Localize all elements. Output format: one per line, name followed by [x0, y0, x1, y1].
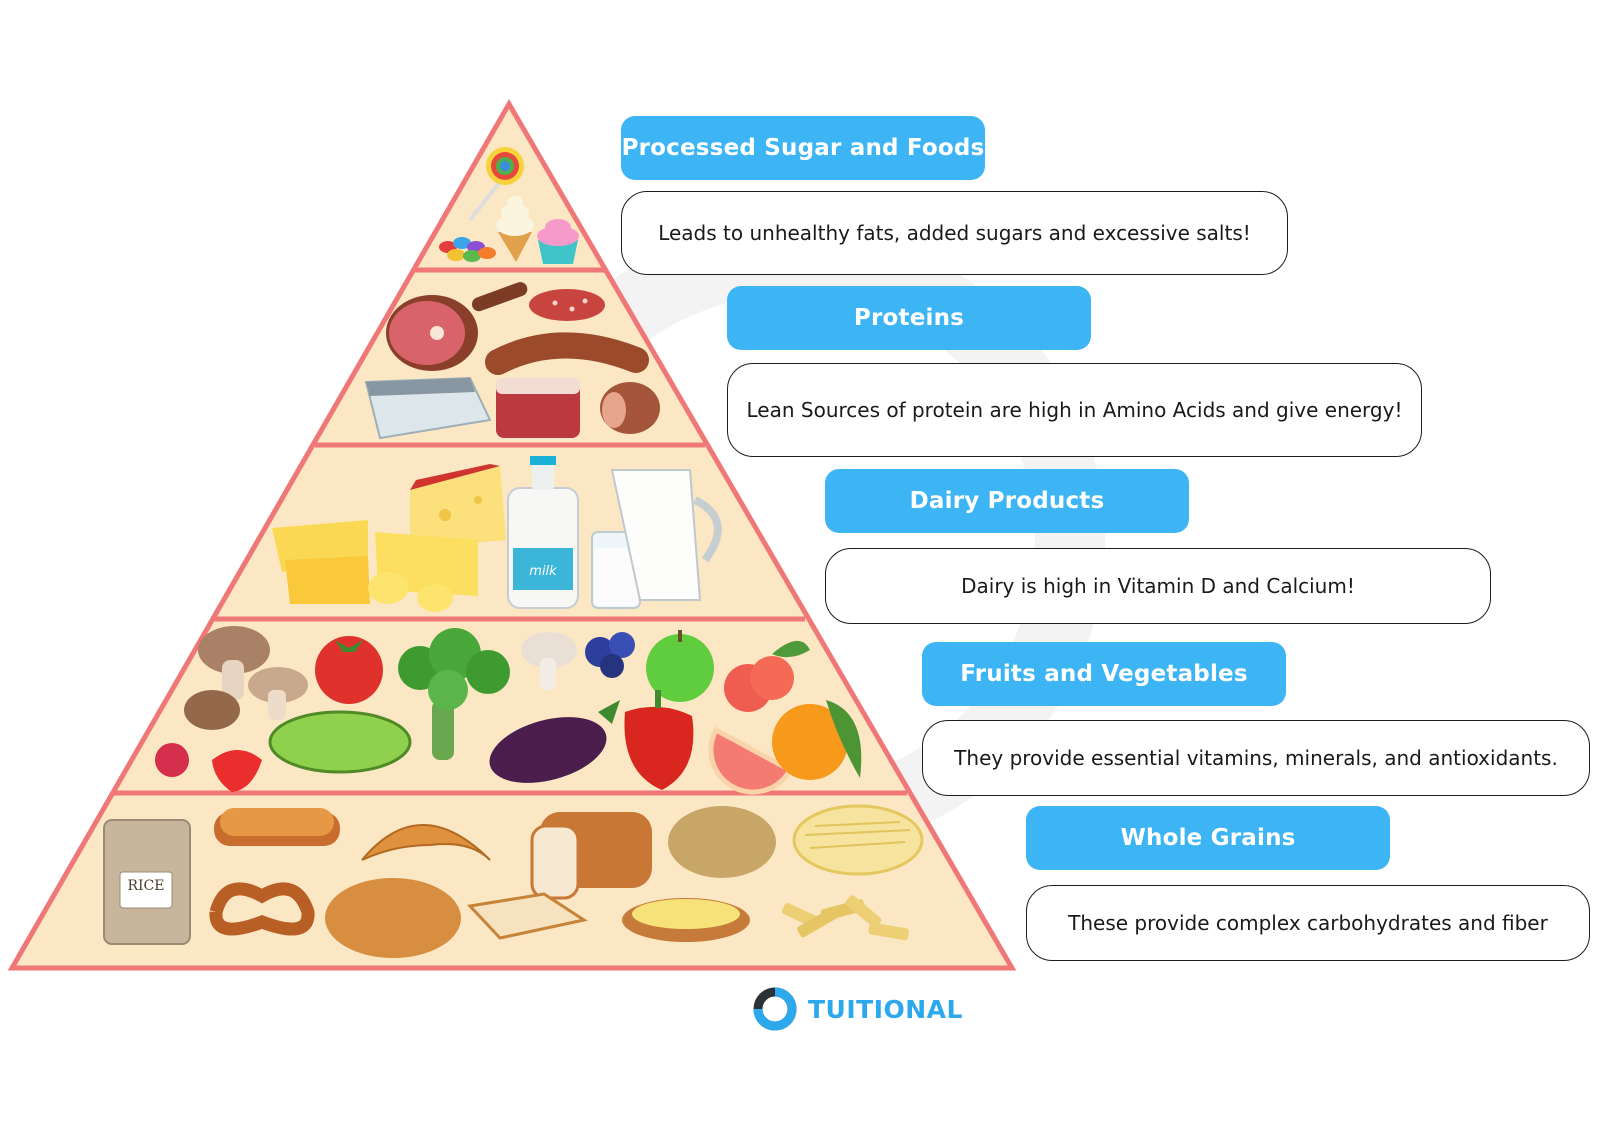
tier-title-processed-sugar: Processed Sugar and Foods [621, 116, 985, 180]
milk-glass-icon [591, 531, 641, 609]
bacon-icon [496, 378, 580, 438]
cucumber-icon [268, 710, 412, 774]
tier-title-whole-grains: Whole Grains [1026, 806, 1390, 870]
noodles-icon [792, 804, 924, 876]
milk-jug-icon: milk [507, 456, 579, 609]
garlic-bread-icon [622, 898, 750, 942]
tier-proteins-foods [364, 282, 660, 440]
waffle-icon [214, 808, 340, 846]
tier-fruits-vegetables-foods [155, 626, 862, 795]
tier-sweets-foods [439, 147, 579, 264]
tier-description-dairy: Dairy is high in Vitamin D and Calcium! [825, 548, 1491, 624]
candy-icon [439, 237, 496, 262]
mushroom-icon-2 [521, 632, 577, 690]
tier-description-processed-sugar: Leads to unhealthy fats, added sugars an… [621, 191, 1288, 275]
tier-dairy-foods: milk [272, 456, 722, 612]
peach-icon [724, 640, 810, 712]
cheese-wedge-icon [410, 464, 506, 548]
tier-description-proteins: Lean Sources of protein are high in Amin… [727, 363, 1422, 457]
brand-logo: TUITIONAL [752, 986, 963, 1032]
roast-meat-icon [600, 382, 660, 434]
toast-icon [466, 892, 588, 940]
tier-whole-grains-foods: RICE [103, 804, 924, 958]
brand-name: TUITIONAL [808, 994, 963, 1024]
pretzel-icon [209, 882, 315, 936]
blueberry-icon [585, 632, 635, 678]
milk-pitcher-icon [610, 469, 722, 601]
orange-icon [772, 700, 862, 780]
ham-icon [386, 282, 528, 371]
butter-icon [368, 572, 453, 612]
bun-icon [325, 878, 461, 958]
bread-loaf-icon [530, 812, 652, 900]
cheese-block-icon [272, 520, 370, 604]
tier-title-fruits-vegetables: Fruits and Vegetables [922, 642, 1286, 706]
tier-title-proteins: Proteins [727, 286, 1091, 350]
pasta-icon [781, 895, 909, 941]
rice-label: RICE [127, 878, 164, 894]
strawberry-icon [212, 750, 262, 792]
apple-icon [646, 630, 714, 702]
fish-fillet-icon [364, 376, 492, 440]
raspberry-icon [155, 743, 189, 777]
rice-bag-icon: RICE [103, 819, 191, 945]
salami-icon [529, 289, 605, 321]
ice-cream-cone-icon [496, 196, 534, 262]
tier-title-dairy: Dairy Products [825, 469, 1189, 533]
brand-ring-icon [753, 987, 797, 1031]
sausage-icon [485, 332, 649, 375]
tier-description-whole-grains: These provide complex carbohydrates and … [1026, 885, 1590, 961]
eggplant-icon [489, 700, 620, 783]
croissant-icon [361, 824, 491, 861]
mushroom-icon [184, 626, 308, 730]
grapefruit-icon [708, 726, 794, 795]
lollipop-icon [468, 147, 524, 222]
broccoli-icon [398, 628, 510, 760]
potato-icon [668, 806, 776, 878]
tier-description-fruits-vegetables: They provide essential vitamins, mineral… [922, 720, 1590, 796]
cupcake-icon [537, 219, 579, 264]
milk-label: milk [529, 564, 557, 579]
tomato-icon [315, 636, 383, 704]
bell-pepper-icon [624, 690, 694, 790]
